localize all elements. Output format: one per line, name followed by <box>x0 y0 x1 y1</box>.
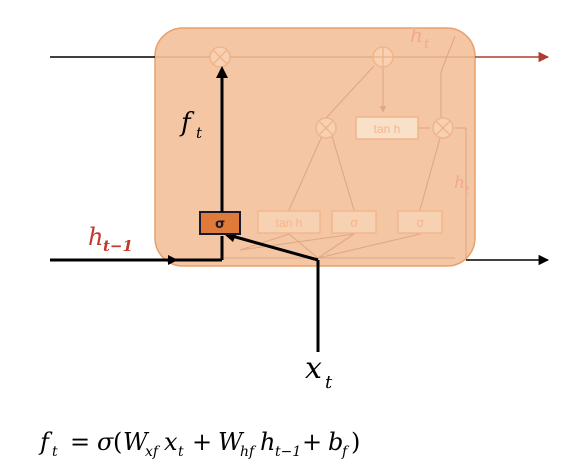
svg-text:): ) <box>351 428 360 456</box>
cell-tanh-label: tan h <box>374 122 401 136</box>
forget-output-arrowhead <box>216 66 228 78</box>
faded-gate-sigma-2: σ <box>397 210 443 234</box>
faded-internal-connections <box>222 35 467 260</box>
input-x-to-gate <box>231 234 319 262</box>
faded-gate-sigma-2-label: σ <box>416 216 424 230</box>
faded-gate-tanh: tan h <box>257 210 321 234</box>
svg-text:t−1: t−1 <box>275 444 301 460</box>
svg-text:t−1: t−1 <box>103 237 133 255</box>
svg-text:+: + <box>192 428 212 456</box>
multiply-operator-mid-right <box>432 117 454 139</box>
svg-text:t: t <box>178 444 184 460</box>
svg-text:t: t <box>196 124 203 142</box>
add-operator <box>372 46 394 68</box>
input-label: x t <box>305 351 333 393</box>
hidden-label-top: h t <box>410 23 430 52</box>
svg-text:xf: xf <box>145 444 161 460</box>
svg-text:h: h <box>410 23 423 47</box>
svg-text:t: t <box>325 372 333 393</box>
svg-text:f: f <box>38 428 53 456</box>
hidden-label-right: h t <box>454 173 470 197</box>
svg-text:x: x <box>164 428 178 456</box>
faded-gate-tanh-label: tan h <box>276 216 303 230</box>
cell-tanh-box: tan h <box>355 116 419 140</box>
faded-gate-sigma-1-label: σ <box>350 216 358 230</box>
svg-text:σ: σ <box>97 428 114 456</box>
multiply-operator-mid-left <box>315 117 337 139</box>
svg-text:x: x <box>305 351 322 386</box>
forget-gate-sigma: σ <box>199 211 241 235</box>
multiply-operator-top <box>209 46 231 68</box>
svg-text:+: + <box>302 428 322 456</box>
svg-text:t: t <box>465 184 470 197</box>
prev-hidden-label: h t−1 <box>88 223 133 255</box>
lstm-cell-body <box>154 27 476 267</box>
forget-gate-equation: f t = σ ( W xf x t + W hf h t−1 + b f ) <box>38 428 360 460</box>
prev-hidden-arrowhead <box>168 255 178 265</box>
svg-text:f: f <box>341 444 350 460</box>
svg-text:hf: hf <box>240 444 257 460</box>
svg-text:h: h <box>260 428 275 456</box>
forget-gate-sigma-label: σ <box>215 217 225 232</box>
svg-text:t: t <box>52 444 58 460</box>
svg-text:h: h <box>454 173 465 193</box>
svg-text:W: W <box>218 428 245 456</box>
svg-text:W: W <box>123 428 150 456</box>
faded-gate-sigma-1: σ <box>331 210 377 234</box>
svg-text:(: ( <box>113 428 122 456</box>
svg-text:t: t <box>424 37 430 52</box>
svg-text:h: h <box>88 223 103 251</box>
svg-text:b: b <box>328 428 343 456</box>
svg-text:=: = <box>70 428 90 456</box>
